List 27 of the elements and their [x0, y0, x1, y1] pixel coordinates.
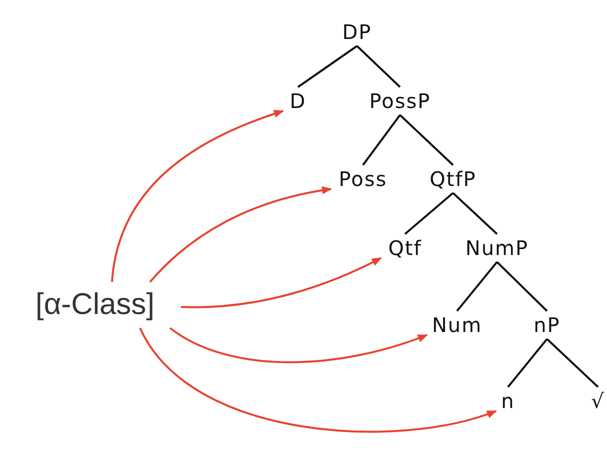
tree-node-label: QtfP	[430, 167, 476, 191]
tree-node-label: NumP	[465, 236, 529, 260]
feature-label: [α-Class]	[35, 288, 155, 322]
curved-arrow	[169, 327, 428, 364]
tree-branch	[496, 261, 548, 312]
tree-node-label: DP	[342, 20, 372, 44]
tree-branch	[546, 338, 599, 388]
tree-branch	[452, 192, 498, 235]
tree-branch	[297, 45, 358, 88]
curved-arrow	[181, 257, 382, 308]
tree-node-label: D	[290, 89, 306, 113]
tree-node-label: Qtf	[388, 236, 422, 260]
tree-branch	[356, 45, 401, 88]
tree-node-label: PossP	[369, 89, 431, 113]
curved-arrow	[149, 186, 332, 283]
tree-node-label: nP	[534, 313, 560, 337]
curved-arrow	[139, 327, 497, 433]
curved-arrow	[111, 110, 284, 282]
tree-node-label: Poss	[338, 167, 388, 191]
tree-branch	[399, 114, 454, 166]
tree-node-label: n	[501, 389, 515, 413]
tree-branch	[507, 338, 548, 388]
tree-branch	[362, 114, 401, 166]
tree-branch	[456, 261, 498, 312]
tree-node-label: √	[591, 389, 605, 413]
tree-node-label: Num	[432, 313, 482, 337]
tree-branch	[404, 192, 454, 235]
